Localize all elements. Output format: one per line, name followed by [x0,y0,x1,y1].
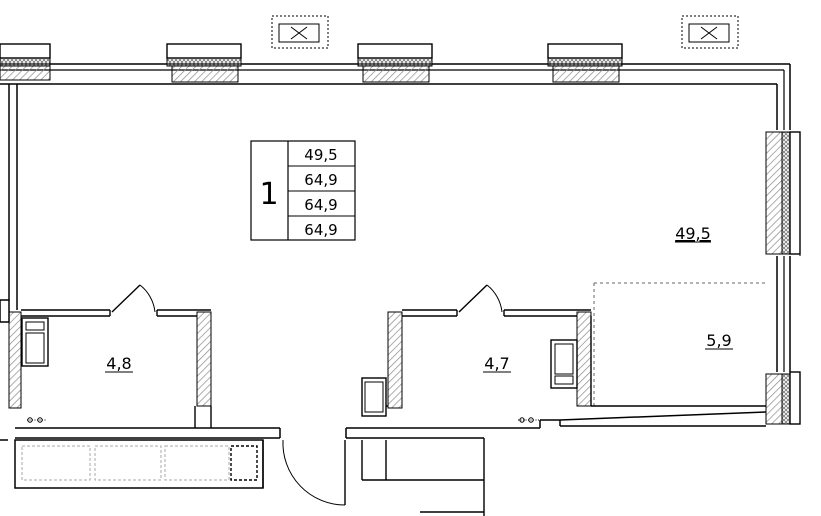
bottom-wall [15,405,767,439]
storage-left [14,439,264,489]
bathroom-left [8,284,212,428]
window-top-2 [166,43,242,83]
legend-value-4: 64,9 [304,221,337,239]
window-top-1 [0,43,51,81]
room-area-loggia: 5,9 [706,331,731,350]
entry-door [282,439,484,513]
window-top-4 [547,43,623,83]
room-area-living: 49,5 [675,224,711,243]
bathroom-right [361,284,592,423]
vent-unit-left [271,15,329,49]
left-wall [0,84,18,441]
window-top-3 [357,43,433,83]
room-area-bathroom-right: 4,7 [484,354,509,373]
window-right-2 [765,371,801,425]
apartment-legend: 1 49,5 64,9 64,9 64,9 [250,140,356,241]
room-area-bathroom-left: 4,8 [106,354,131,373]
legend-value-1: 49,5 [304,146,337,164]
vent-unit-right [681,15,739,49]
legend-value-2: 64,9 [304,171,337,189]
window-right-1 [765,131,801,255]
storage-right [361,438,485,516]
apartment-number: 1 [259,177,278,212]
zone-boundary-dashed [593,282,766,408]
legend-value-3: 64,9 [304,196,337,214]
